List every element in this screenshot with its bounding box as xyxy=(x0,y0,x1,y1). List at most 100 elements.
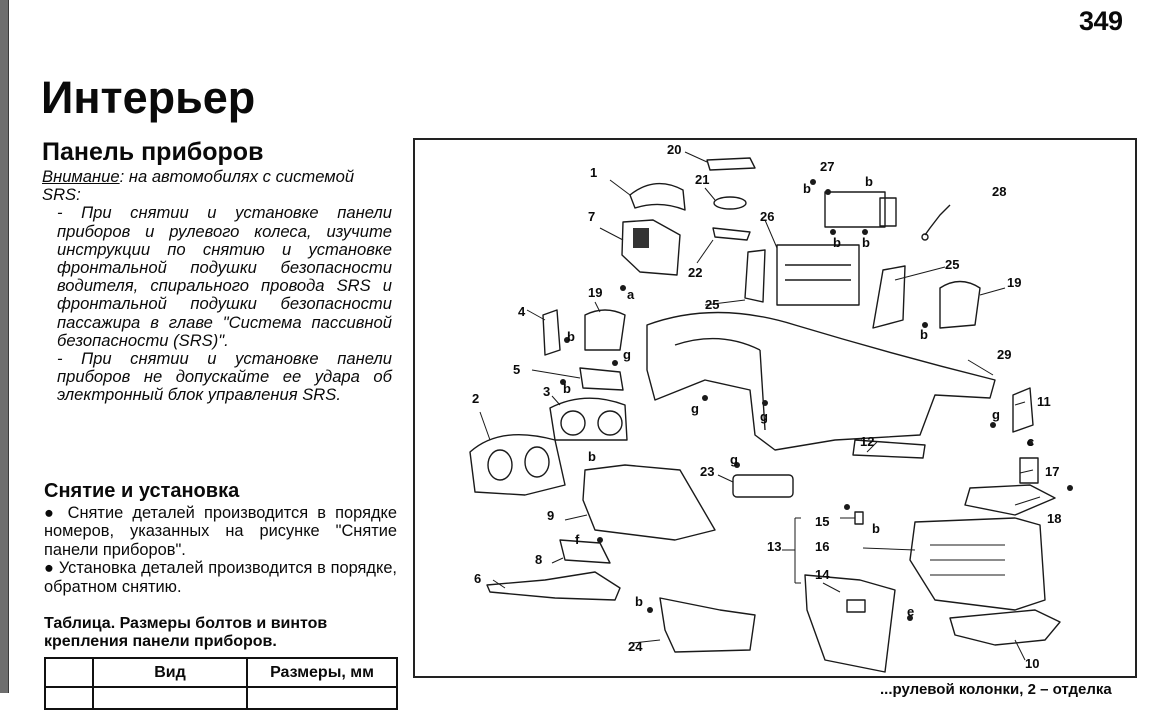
bolt-size-table: Вид Размеры, мм xyxy=(44,657,398,710)
callout-13: 13 xyxy=(767,539,782,554)
callout-17: 17 xyxy=(1045,464,1060,479)
fastener-g: g xyxy=(992,407,1000,422)
part-9-lower-panel xyxy=(582,464,716,541)
part-25-vent-left xyxy=(744,249,766,303)
removal-title: Снятие и установка xyxy=(44,480,240,502)
removal-steps: ● Снятие деталей производится в порядке … xyxy=(44,504,397,596)
table-header-index xyxy=(44,657,94,688)
fastener-g: g xyxy=(623,347,631,362)
callout-15: 15 xyxy=(815,514,830,529)
section-title: Панель приборов xyxy=(42,138,264,166)
part-12-trim-strip xyxy=(852,439,926,459)
part-15-hinge xyxy=(854,511,864,525)
callout-4: 4 xyxy=(518,304,526,319)
callout-19-left: 19 xyxy=(588,285,603,300)
fastener-b: b xyxy=(872,521,880,536)
part-4-side-bracket xyxy=(542,309,561,356)
part-1-column-cover-upper xyxy=(629,182,686,211)
callout-1: 1 xyxy=(590,165,598,180)
callout-10: 10 xyxy=(1025,656,1040,671)
part-23-heater-control xyxy=(732,474,794,498)
callout-28: 28 xyxy=(992,184,1007,199)
callout-22: 22 xyxy=(688,265,703,280)
fastener-b: b xyxy=(862,235,870,250)
part-20-defroster-trim xyxy=(706,157,756,171)
warning-heading: Внимание: на автомобилях с системой SRS: xyxy=(42,167,392,205)
callout-27: 27 xyxy=(820,159,835,174)
part-5-meter-hood xyxy=(579,367,624,391)
part-24-center-console xyxy=(659,597,756,653)
scan-edge xyxy=(0,0,9,693)
part-26-audio-unit xyxy=(776,244,860,306)
chapter-title: Интерьер xyxy=(41,72,256,123)
fastener-b: b xyxy=(635,594,643,609)
part-10-lower-tray xyxy=(949,609,1061,646)
warning-intro: : на автомобилях с системой SRS: xyxy=(42,167,355,205)
part-21-speaker xyxy=(713,196,747,210)
fastener-a: a xyxy=(627,287,635,302)
table-header-row: Вид Размеры, мм xyxy=(44,657,398,688)
part-29-instrument-panel xyxy=(646,311,996,451)
part-11-side-cover xyxy=(1012,387,1034,433)
callout-6: 6 xyxy=(474,571,482,586)
callout-23: 23 xyxy=(700,464,715,479)
callout-7: 7 xyxy=(588,209,596,224)
part-28-sensor xyxy=(924,204,951,236)
part-25-vent-right xyxy=(872,265,906,329)
callout-9: 9 xyxy=(547,508,555,523)
callout-8: 8 xyxy=(535,552,543,567)
callout-12: 12 xyxy=(860,434,875,449)
fastener-f: f xyxy=(575,532,580,547)
part-2-meter-bezel xyxy=(469,434,566,496)
fastener-b: b xyxy=(833,235,841,250)
callout-24: 24 xyxy=(628,639,643,654)
srs-warning: Внимание: на автомобилях с системой SRS:… xyxy=(42,167,392,405)
callout-25-left: 25 xyxy=(705,297,720,312)
part-16-glovebox-frame xyxy=(909,517,1046,611)
figure-caption-fragment: ...рулевой колонки, 2 – отделка xyxy=(880,681,1112,698)
callout-29: 29 xyxy=(997,347,1012,362)
fastener-g: g xyxy=(730,452,738,467)
part-3-combination-meter xyxy=(549,397,628,441)
callout-25-right: 25 xyxy=(945,257,960,272)
fastener-b: b xyxy=(563,381,571,396)
warning-item: - При снятии и установке панели приборов… xyxy=(57,203,392,350)
fastener-b: b xyxy=(567,329,575,344)
part-19-side-vent-left xyxy=(584,309,626,351)
warning-label: Внимание xyxy=(42,167,120,186)
fastener-b: b xyxy=(588,449,596,464)
page-number: 349 xyxy=(1079,6,1123,36)
warning-item: - При снятии и установке панели приборов… xyxy=(57,349,392,405)
callout-5: 5 xyxy=(513,362,521,377)
diagram-drawing xyxy=(469,151,1073,673)
callout-21: 21 xyxy=(695,172,710,187)
part-6-knee-bracket xyxy=(486,571,621,601)
callout-26: 26 xyxy=(760,209,775,224)
fastener-g: g xyxy=(691,401,699,416)
callout-3: 3 xyxy=(543,384,551,399)
part-8-cover xyxy=(559,539,611,564)
installation-step: ● Установка деталей производится в поряд… xyxy=(44,559,397,596)
leader-lines xyxy=(479,151,1041,661)
part-27-module xyxy=(824,191,886,228)
fastener-b: b xyxy=(920,327,928,342)
callout-19-right: 19 xyxy=(1007,275,1022,290)
dashboard-exploded-diagram: 1 2 3 4 5 6 7 8 9 10 11 12 13 14 15 16 1… xyxy=(413,138,1137,678)
part-17-latch xyxy=(1019,457,1039,484)
table-title: Таблица. Размеры болтов и винтов креплен… xyxy=(44,615,328,650)
part-19-side-vent-right xyxy=(939,280,981,329)
callout-11: 11 xyxy=(1037,394,1051,409)
part-22-bracket xyxy=(712,227,751,241)
callout-2: 2 xyxy=(472,391,480,406)
table-row xyxy=(44,686,398,710)
fastener-b: b xyxy=(865,174,873,189)
callout-14: 14 xyxy=(815,567,830,582)
part-7-column-cover-lower xyxy=(621,219,681,276)
callout-16: 16 xyxy=(815,539,830,554)
fastener-b: b xyxy=(803,181,811,196)
fastener-g: g xyxy=(760,409,768,424)
table-header-size: Размеры, мм xyxy=(246,657,398,688)
callout-18: 18 xyxy=(1047,511,1062,526)
part-18-box xyxy=(964,484,1056,516)
table-header-type: Вид xyxy=(92,657,248,688)
